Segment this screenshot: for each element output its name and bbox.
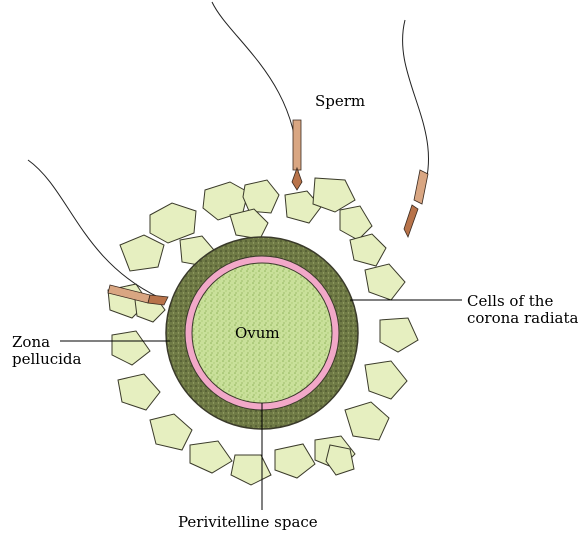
label-corona-line1: Cells of the: [467, 292, 554, 310]
label-corona-line2: corona radiata: [467, 309, 579, 327]
sperm-1: [211, 1, 303, 191]
label-perivitelline-space: Perivitelline space: [178, 513, 318, 531]
label-zona-line1: Zona: [12, 333, 51, 351]
label-zona-line2: pellucida: [12, 350, 82, 368]
sperm-2: [402, 19, 430, 239]
label-corona-radiata: Cells of the corona radiata: [467, 293, 578, 327]
corona-radiata-cells: [107, 177, 419, 486]
label-ovum: Ovum: [235, 324, 280, 342]
label-zona-pellucida: Zona pellucida: [12, 334, 81, 368]
sperm-3: [27, 159, 169, 306]
label-sperm: Sperm: [315, 92, 366, 110]
